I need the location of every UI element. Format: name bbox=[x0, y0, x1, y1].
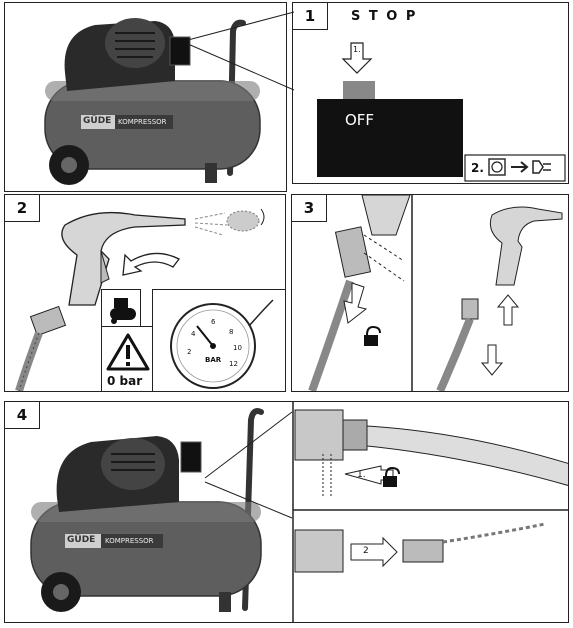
warning-triangle-icon bbox=[106, 333, 150, 371]
off-label: OFF bbox=[345, 111, 375, 129]
compressor-illustration bbox=[44, 18, 261, 185]
gauge-tick: 2 bbox=[187, 348, 192, 356]
arrow2-label: 2 bbox=[363, 546, 369, 556]
gauge-tick: 10 bbox=[233, 344, 242, 352]
disconnect-illustration bbox=[308, 195, 563, 391]
air-gun-illustration bbox=[15, 208, 265, 391]
gauge-tick: 6 bbox=[211, 318, 216, 326]
arrow-step-label: 1. bbox=[353, 45, 361, 54]
compressor-icon bbox=[110, 298, 136, 324]
brand-label: GÜDE bbox=[67, 535, 96, 545]
step-number: 2 bbox=[5, 195, 40, 222]
step-number: 3 bbox=[292, 195, 327, 222]
compressor-overview-panel: GÜDE KOMPRESSOR bbox=[4, 2, 287, 192]
zero-bar-label: 0 bar bbox=[107, 374, 143, 388]
step2-panel: 2 0 bar bbox=[4, 194, 286, 392]
warning-box: 0 bar bbox=[101, 326, 153, 391]
compressor-icon-box bbox=[101, 289, 141, 327]
step4-panel: 4 GÜDE KOMP bbox=[4, 401, 569, 623]
unplug-step-label: 2. bbox=[471, 161, 484, 175]
gauge-box: 2 4 6 8 10 12 BAR bbox=[152, 289, 285, 391]
compressor-coupling-illustration bbox=[30, 402, 568, 622]
brand-label: GÜDE bbox=[83, 116, 112, 126]
stop-title: S T O P bbox=[351, 9, 418, 24]
pressure-gauge bbox=[170, 299, 274, 389]
step1-stop-panel: 1 S T O P 1. OFF 2. bbox=[292, 2, 569, 184]
gauge-tick: 8 bbox=[229, 328, 234, 336]
step3-panel: 3 bbox=[291, 194, 569, 392]
step-number: 4 bbox=[5, 402, 40, 429]
gauge-tick: 4 bbox=[191, 330, 196, 338]
step-number: 1 bbox=[293, 3, 328, 30]
model-label: KOMPRESSOR bbox=[118, 118, 167, 126]
arrow1-label: 1. bbox=[357, 470, 366, 480]
model-label: KOMPRESSOR bbox=[105, 537, 154, 545]
gauge-tick: 12 bbox=[229, 360, 238, 368]
switch-illustration bbox=[317, 42, 566, 182]
gauge-unit: BAR bbox=[205, 356, 222, 364]
